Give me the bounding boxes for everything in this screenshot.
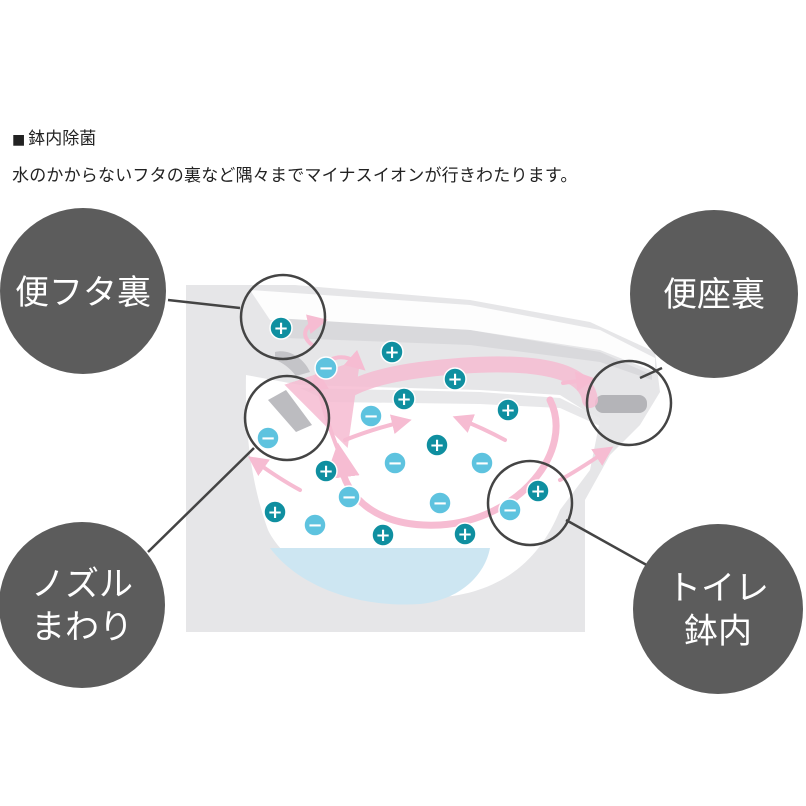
water-surface [270, 548, 490, 605]
positive-ion-icon: + [269, 316, 293, 340]
callout-label-nozzle: ノズル まわり [31, 564, 133, 648]
svg-text:+: + [273, 318, 288, 339]
seat-underside [595, 395, 647, 413]
svg-text:+: + [396, 389, 411, 410]
positive-ion-icon: + [314, 459, 338, 483]
negative-ion-icon: − [303, 513, 327, 537]
leader-bowl [565, 518, 653, 570]
svg-text:+: + [384, 342, 399, 363]
svg-text:+: + [447, 369, 462, 390]
positive-ion-icon: + [263, 500, 287, 524]
svg-text:+: + [267, 502, 282, 523]
svg-text:−: − [363, 406, 378, 427]
callout-circle-nozzle [0, 522, 165, 688]
highlight-rings [239, 273, 673, 547]
ring-lid [239, 273, 327, 361]
leader-seat [639, 366, 663, 380]
positive-ion-icon: + [453, 522, 477, 546]
negative-ion-icon: − [470, 451, 494, 475]
positive-ion-icon: + [425, 433, 449, 457]
svg-text:+: + [457, 524, 472, 545]
callout-circle-seat [630, 210, 798, 378]
leader-lines [147, 298, 663, 570]
svg-text:+: + [318, 461, 333, 482]
positive-ion-icon: + [496, 398, 520, 422]
svg-text:+: + [530, 481, 545, 502]
square-bullet-icon: ■ [12, 132, 26, 148]
positive-ion-icon: + [526, 479, 550, 503]
callout-label-bowl: トイレ 鉢内 [667, 568, 769, 652]
svg-text:−: − [307, 515, 322, 536]
callout-circle-lid [0, 208, 166, 374]
callout-circles [0, 208, 803, 694]
positive-ion-icon: + [443, 367, 467, 391]
svg-text:+: + [500, 400, 515, 421]
positive-ion-icon: + [392, 387, 416, 411]
positive-ion-icon: + [371, 523, 395, 547]
svg-text:−: − [502, 500, 517, 521]
section-description: 水のかからないフタの裏など隅々までマイナスイオンが行きわたります。 [12, 166, 578, 186]
svg-text:−: − [387, 453, 402, 474]
ring-nozzle [243, 374, 331, 462]
leader-lid [167, 298, 241, 310]
negative-ion-icon: − [359, 404, 383, 428]
ring-bowl [486, 459, 574, 547]
svg-text:−: − [432, 493, 447, 514]
callout-label-seat: 便座裏 [663, 274, 765, 315]
toilet-body [186, 285, 660, 632]
negative-ion-icon: − [337, 485, 361, 509]
svg-text:−: − [341, 487, 356, 508]
svg-text:+: + [375, 525, 390, 546]
svg-text:−: − [260, 428, 275, 449]
section-heading: ■鉢内除菌 [12, 124, 96, 149]
ring-seat [585, 359, 673, 447]
negative-ion-icon: − [428, 491, 452, 515]
ion-markers: +++++++++++−−−−−−−−− [256, 316, 550, 547]
main-swirl-arrow [284, 356, 598, 448]
negative-ion-icon: − [383, 451, 407, 475]
section-title: 鉢内除菌 [28, 129, 97, 149]
svg-text:−: − [474, 453, 489, 474]
negative-ion-icon: − [314, 356, 338, 380]
callout-label-lid: 便フタ裏 [15, 272, 151, 313]
ion-flow-arrows [247, 314, 614, 529]
positive-ion-icon: + [380, 340, 404, 364]
negative-ion-icon: − [256, 426, 280, 450]
svg-text:−: − [318, 358, 333, 379]
leader-nozzle [147, 447, 255, 553]
callout-circle-bowl [633, 524, 803, 694]
negative-ion-icon: − [498, 498, 522, 522]
svg-text:+: + [429, 435, 444, 456]
